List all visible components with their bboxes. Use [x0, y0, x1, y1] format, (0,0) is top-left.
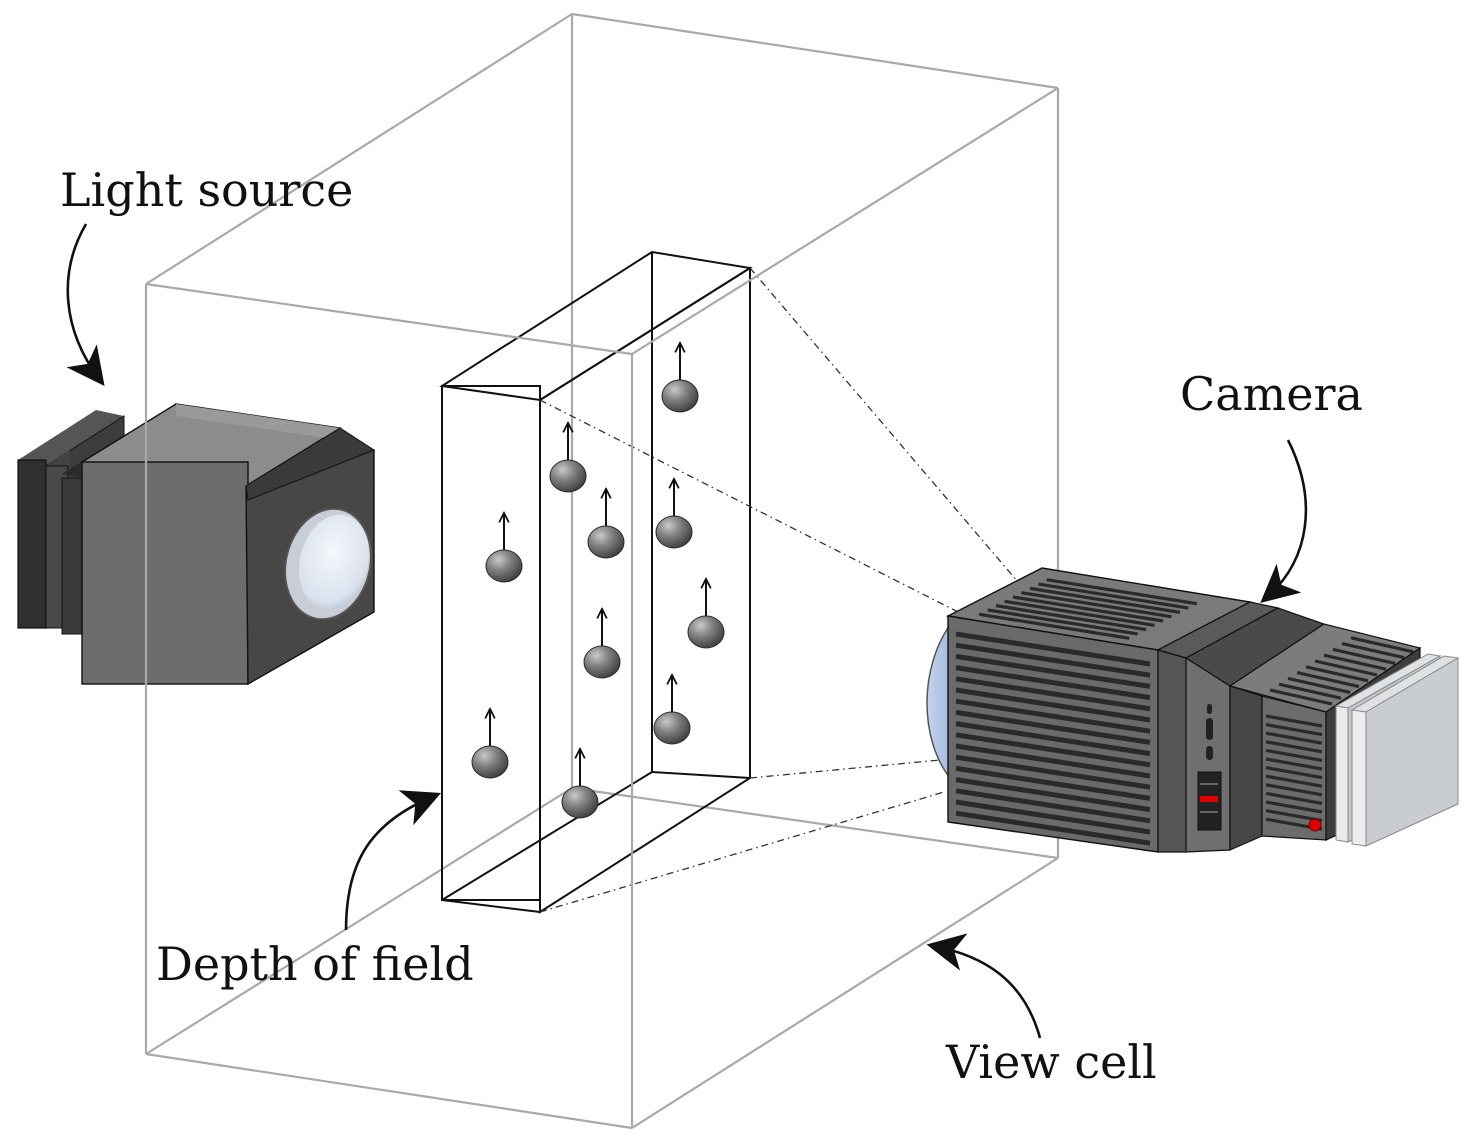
depth-of-field-label: Depth of field: [156, 937, 474, 991]
rising-bubble-icon: [485, 514, 523, 583]
view-cell-box: [145, 12, 1059, 1055]
rising-bubble-icon: [471, 710, 509, 779]
rising-bubble-icon: [687, 580, 725, 649]
depth-of-field-curved-arrow-icon: [344, 790, 442, 931]
rising-bubble-icon: [583, 610, 621, 679]
particle-field: [471, 344, 725, 819]
rising-bubble-icon: [655, 480, 693, 549]
camera-curved-arrow-icon: [1260, 439, 1308, 603]
camera-field-of-view-lines: [539, 267, 1019, 913]
light-source-label: Light source: [60, 163, 353, 217]
light-source-curved-arrow-icon: [66, 223, 105, 387]
high-speed-camera-icon: [926, 567, 1460, 853]
rising-bubble-icon: [561, 750, 599, 819]
rising-bubble-icon: [549, 424, 587, 493]
depth-of-field-slab: [439, 250, 753, 914]
view-cell-front-face: [144, 87, 1060, 1130]
view-cell-label: View cell: [945, 1035, 1157, 1089]
rising-bubble-icon: [587, 490, 625, 559]
rising-bubble-icon: [653, 676, 691, 745]
rising-bubble-icon: [661, 344, 699, 413]
callout-arrows: [66, 223, 1308, 1039]
light-source-lamp-icon: [17, 403, 376, 686]
view-cell-curved-arrow-icon: [926, 933, 1042, 1039]
status-indicator-bar: [1200, 796, 1218, 802]
camera-label: Camera: [1180, 367, 1363, 421]
record-indicator-led: [1308, 818, 1322, 832]
